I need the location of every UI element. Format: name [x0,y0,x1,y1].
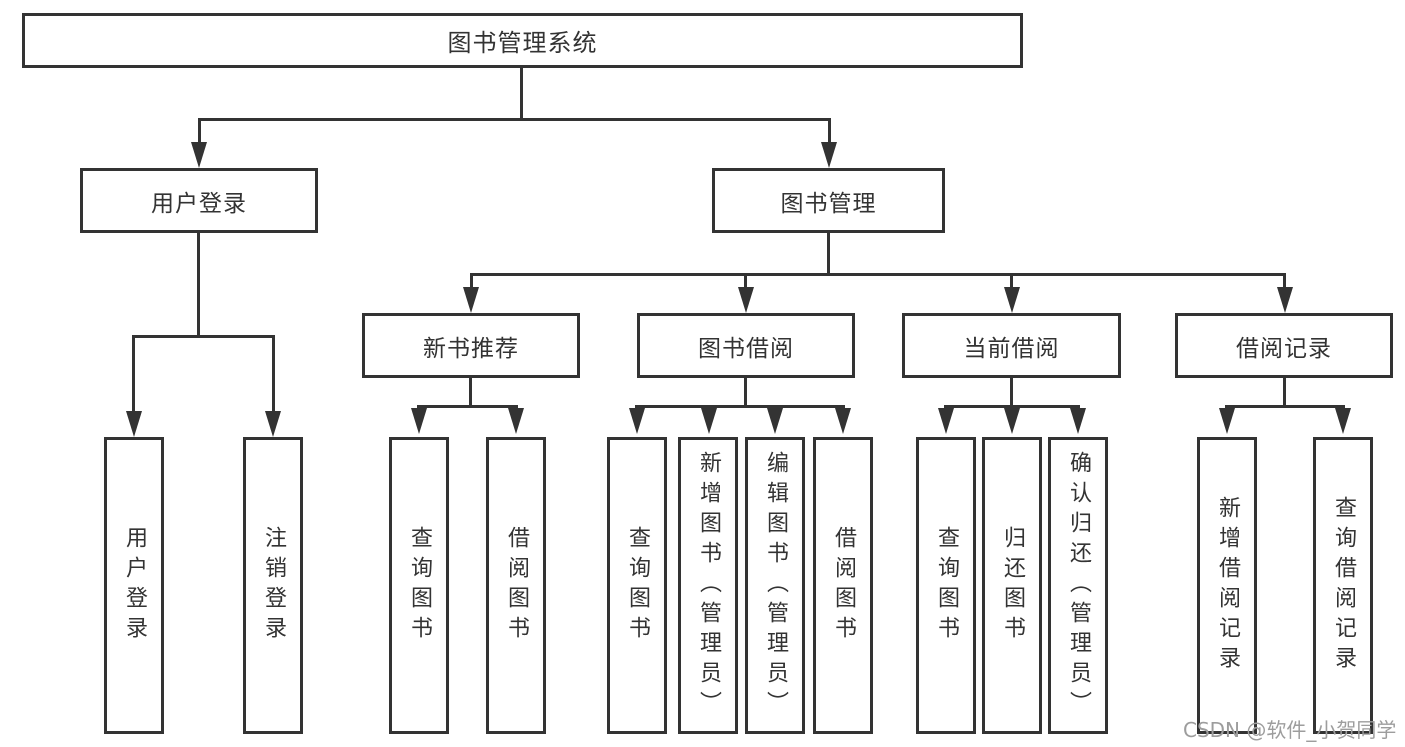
arrowhead-icon [767,408,783,434]
leaf-label: 借阅图书 [504,525,529,646]
arrowhead-icon [938,408,954,434]
leaf-label: 查询图书 [407,525,432,646]
node-root: 图书管理系统 [22,13,1023,68]
arrowhead-icon [191,142,207,168]
arrowhead-icon [821,142,837,168]
arrowhead-icon [508,408,524,434]
arrowhead-icon [265,411,281,437]
leaf-label: 用户登录 [122,525,147,646]
connector-line [828,118,831,146]
connector-line [198,118,201,146]
connector-line [198,118,831,121]
connector-line [1283,273,1286,291]
arrowhead-icon [835,408,851,434]
connector-line [197,231,200,337]
node-current-borrow: 当前借阅 [902,313,1121,378]
node-new-books: 新书推荐 [362,313,580,378]
node-current-borrow-label: 当前借阅 [963,335,1060,362]
arrowhead-icon [1219,408,1235,434]
leaf-query-borrow-record: 查询借阅记录 [1313,437,1373,734]
arrowhead-icon [463,287,479,313]
leaf-query-books-2: 查询图书 [607,437,667,734]
arrowhead-icon [1004,287,1020,313]
connector-line [635,405,845,408]
arrowhead-icon [1335,408,1351,434]
leaf-label: 归还图书 [1000,525,1025,646]
leaf-user-login: 用户登录 [104,437,164,734]
connector-line [470,273,473,291]
connector-line [1010,376,1013,407]
connector-line [132,335,275,338]
node-borrow-records-label: 借阅记录 [1236,335,1332,362]
leaf-label: 确认归还（管理员） [1066,450,1091,721]
leaf-label: 查询借阅记录 [1331,495,1356,676]
connector-line [1283,376,1286,407]
arrowhead-icon [1070,408,1086,434]
connector-line [827,231,830,275]
connector-line [417,405,518,408]
node-book-mgmt: 图书管理 [712,168,945,233]
leaf-label: 注销登录 [261,525,286,646]
csdn-watermark: CSDN @软件_小贺同学 [1183,718,1397,742]
leaf-label: 查询图书 [934,525,959,646]
arrowhead-icon [629,408,645,434]
leaf-label: 新增借阅记录 [1215,495,1240,676]
connector-line [272,335,275,415]
leaf-return-books: 归还图书 [982,437,1042,734]
node-book-borrow: 图书借阅 [637,313,855,378]
node-new-books-label: 新书推荐 [423,335,519,362]
connector-line [470,273,1286,276]
node-borrow-records: 借阅记录 [1175,313,1393,378]
connector-line [944,405,1080,408]
leaf-add-books-admin: 新增图书（管理员） [678,437,738,734]
leaf-logout: 注销登录 [243,437,303,734]
arrowhead-icon [738,287,754,313]
leaf-query-books-1: 查询图书 [389,437,449,734]
connector-line [1225,405,1345,408]
leaf-edit-books-admin: 编辑图书（管理员） [745,437,805,734]
node-user-login: 用户登录 [80,168,318,233]
connector-line [744,376,747,407]
connector-line [1010,273,1013,291]
leaf-borrow-books-1: 借阅图书 [486,437,546,734]
connector-line [520,66,523,120]
connector-line [744,273,747,291]
arrowhead-icon [701,408,717,434]
arrowhead-icon [1004,408,1020,434]
leaf-label: 新增图书（管理员） [696,450,721,721]
node-book-borrow-label: 图书借阅 [698,335,794,362]
leaf-query-books-3: 查询图书 [916,437,976,734]
leaf-label: 借阅图书 [831,525,856,646]
connector-line [469,376,472,407]
connector-line [132,335,135,415]
leaf-add-borrow-record: 新增借阅记录 [1197,437,1257,734]
node-book-mgmt-label: 图书管理 [780,190,877,217]
leaf-label: 查询图书 [625,525,650,646]
node-user-login-label: 用户登录 [151,190,247,217]
leaf-confirm-return-admin: 确认归还（管理员） [1048,437,1108,734]
arrowhead-icon [1277,287,1293,313]
node-root-label: 图书管理系统 [447,29,598,57]
arrowhead-icon [126,411,142,437]
leaf-label: 编辑图书（管理员） [763,450,788,721]
leaf-borrow-books-2: 借阅图书 [813,437,873,734]
arrowhead-icon [411,408,427,434]
